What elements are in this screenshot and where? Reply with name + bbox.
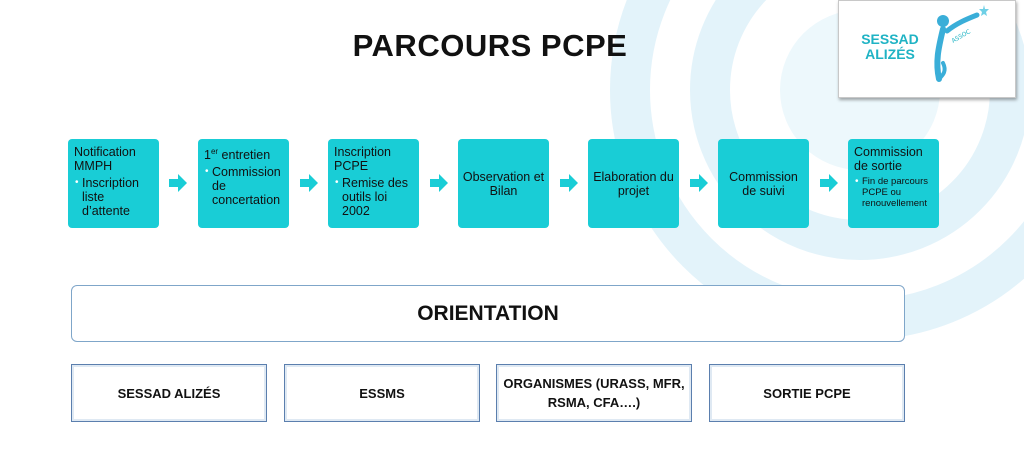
step-heading: Inscription PCPE: [334, 145, 391, 173]
arrow-right-icon: [430, 174, 448, 192]
page-title: PARCOURS PCPE: [352, 28, 628, 63]
logo-line-1: SESSAD: [861, 31, 919, 47]
step-heading: 1er entretien: [204, 147, 271, 163]
logo-line-2: ALIZÉS: [865, 46, 915, 62]
sessad-alizes-logo: ASSOC SESSAD ALIZÉS: [838, 0, 1016, 98]
jumping-figure-icon: ASSOC: [934, 5, 989, 82]
step-item: Inscription liste d’attente: [75, 176, 155, 218]
destination-organismes: ORGANISMES (URASS, MFR, RSMA, CFA….): [496, 364, 692, 422]
logo-text: SESSAD ALIZÉS: [859, 32, 921, 62]
destination-essms: ESSMS: [284, 364, 480, 422]
step-inscription-pcpe: Inscription PCPE Remise des outils loi 2…: [328, 139, 419, 228]
step-commission-sortie: Commission de sortie Fin de parcours PCP…: [848, 139, 939, 228]
destination-sessad-alizes: SESSAD ALIZÉS: [71, 364, 267, 422]
step-elaboration-projet: Elaboration du projet: [588, 139, 679, 228]
orientation-banner: ORIENTATION: [71, 285, 905, 342]
arrow-right-icon: [300, 174, 318, 192]
step-item: Fin de parcours PCPE ou renouvellement: [855, 176, 935, 209]
step-commission-suivi: Commission de suivi: [718, 139, 809, 228]
step-notification-mmph: Notification MMPH Inscription liste d’at…: [68, 139, 159, 228]
step-heading: Notification MMPH: [74, 145, 136, 173]
arrow-right-icon: [169, 174, 187, 192]
step-first-interview: 1er entretien Commission de concertation: [198, 139, 289, 228]
destination-sortie-pcpe: SORTIE PCPE: [709, 364, 905, 422]
logo-small-text: ASSOC: [951, 28, 972, 44]
step-observation-bilan: Observation et Bilan: [458, 139, 549, 228]
step-heading: Commission de sortie: [854, 145, 923, 173]
step-item: Remise des outils loi 2002: [335, 176, 415, 218]
arrow-right-icon: [820, 174, 838, 192]
arrow-right-icon: [690, 174, 708, 192]
step-item: Commission de concertation: [205, 165, 285, 207]
arrow-right-icon: [560, 174, 578, 192]
